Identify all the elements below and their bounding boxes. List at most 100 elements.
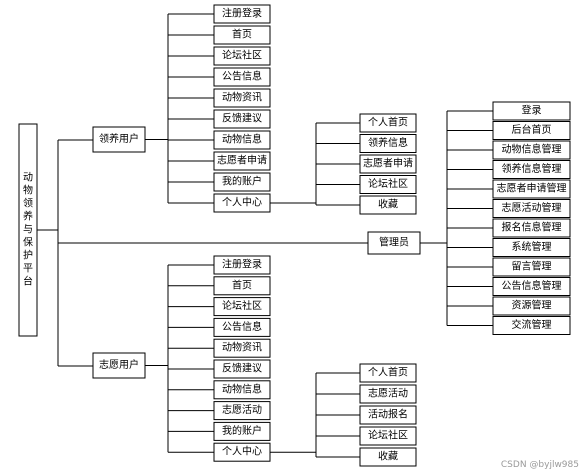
adopter-item: 注册登录 bbox=[213, 4, 271, 24]
adopter-personal-item-label: 收藏 bbox=[378, 198, 398, 211]
admin-item: 领养信息管理 bbox=[492, 160, 571, 179]
adopter-personal-item-label: 论坛社区 bbox=[368, 177, 408, 190]
adopter-item-frame bbox=[213, 4, 271, 24]
volunteer-item-label: 动物信息 bbox=[222, 382, 262, 395]
admin-item: 公告信息管理 bbox=[492, 277, 571, 296]
adopter-item: 我的账户 bbox=[213, 172, 271, 192]
volunteer-item-label: 个人中心 bbox=[222, 445, 262, 458]
volunteer-item-frame bbox=[213, 297, 271, 317]
adopter-item: 动物信息 bbox=[213, 130, 271, 150]
volunteer-item-frame bbox=[213, 421, 271, 441]
root-node-char: 保 bbox=[23, 236, 33, 249]
volunteer-item-frame bbox=[213, 276, 271, 296]
adopter-personal-item-frame bbox=[359, 195, 417, 215]
adopter-item-label: 动物资讯 bbox=[222, 91, 262, 104]
volunteer-personal-item: 个人首页 bbox=[359, 363, 417, 383]
adopter-item-frame bbox=[213, 193, 271, 213]
volunteer-personal-item-frame bbox=[359, 363, 417, 383]
admin-item-label: 留言管理 bbox=[512, 260, 552, 273]
volunteer-item: 个人中心 bbox=[213, 442, 271, 462]
adopter-item-label: 首页 bbox=[232, 28, 252, 41]
admin-item-frame bbox=[492, 101, 571, 121]
adopter-item-frame bbox=[213, 151, 271, 171]
volunteer-item-frame bbox=[213, 338, 271, 358]
adopter-item: 动物资讯 bbox=[213, 88, 271, 108]
volunteer-personal-item: 志愿活动 bbox=[359, 384, 417, 404]
volunteer-item-label: 反馈建议 bbox=[222, 362, 262, 375]
adopter-item-label: 个人中心 bbox=[222, 196, 262, 209]
adopter-personal-item-label: 志愿者申请 bbox=[363, 157, 413, 170]
admin-item-frame bbox=[492, 277, 571, 296]
admin-item-label: 系统管理 bbox=[512, 240, 552, 253]
admin-item: 系统管理 bbox=[492, 238, 571, 257]
adopter-item-frame bbox=[213, 67, 271, 87]
admin-item-frame bbox=[492, 140, 571, 160]
adopter-personal-item-frame bbox=[359, 175, 417, 194]
adopter-item-frame bbox=[213, 46, 271, 66]
volunteer-personal-item-frame bbox=[359, 405, 417, 425]
admin-item: 志愿活动管理 bbox=[492, 199, 571, 218]
admin-item: 资源管理 bbox=[492, 296, 571, 316]
admin-item: 后台首页 bbox=[492, 121, 571, 140]
admin-item-label: 登录 bbox=[522, 104, 542, 117]
volunteer-personal-item-frame bbox=[359, 384, 417, 404]
admin-item: 登录 bbox=[492, 101, 571, 121]
volunteer-item-frame bbox=[213, 359, 271, 379]
adopter-item: 首页 bbox=[213, 25, 271, 45]
admin-item-frame bbox=[492, 121, 571, 140]
admin-node: 管理员 bbox=[367, 231, 421, 255]
volunteer-item: 公告信息 bbox=[213, 317, 271, 337]
volunteer-item-label: 我的账户 bbox=[222, 424, 262, 437]
volunteer-node: 志愿用户 bbox=[92, 352, 146, 379]
adopter-personal-item-label: 个人首页 bbox=[368, 116, 408, 129]
admin-node-label: 管理员 bbox=[379, 236, 409, 249]
adopter-item-frame bbox=[213, 88, 271, 108]
adopter-node-frame bbox=[92, 126, 146, 153]
adopter-item: 反馈建议 bbox=[213, 109, 271, 129]
admin-item-frame bbox=[492, 199, 571, 218]
admin-item: 动物信息管理 bbox=[492, 140, 571, 160]
volunteer-item-label: 动物资讯 bbox=[222, 341, 262, 354]
admin-item-frame bbox=[492, 296, 571, 316]
admin-item-frame bbox=[492, 160, 571, 179]
adopter-personal-item-frame bbox=[359, 113, 417, 133]
volunteer-item-label: 公告信息 bbox=[222, 320, 262, 333]
admin-item-frame bbox=[492, 218, 571, 238]
admin-item: 志愿者申请管理 bbox=[492, 179, 571, 199]
volunteer-item: 动物资讯 bbox=[213, 338, 271, 358]
adopter-personal-item: 论坛社区 bbox=[359, 175, 417, 194]
volunteer-item-label: 论坛社区 bbox=[222, 299, 262, 312]
adopter-personal-item: 志愿者申请 bbox=[359, 154, 417, 174]
volunteer-item: 动物信息 bbox=[213, 380, 271, 400]
volunteer-personal-item-label: 活动报名 bbox=[368, 408, 408, 421]
adopter-personal-item: 个人首页 bbox=[359, 113, 417, 133]
root-node-char: 与 bbox=[23, 224, 33, 236]
adopter-item-frame bbox=[213, 172, 271, 192]
admin-item-label: 动物信息管理 bbox=[502, 143, 562, 156]
volunteer-item-label: 志愿活动 bbox=[222, 403, 262, 416]
admin-item-label: 资源管理 bbox=[512, 299, 552, 312]
root-node-char: 动 bbox=[23, 172, 33, 184]
root-node-char: 物 bbox=[23, 184, 33, 197]
volunteer-item-label: 首页 bbox=[232, 278, 252, 291]
adopter-personal-item: 收藏 bbox=[359, 195, 417, 215]
volunteer-item: 志愿活动 bbox=[213, 401, 271, 421]
root-node-char: 平 bbox=[23, 264, 33, 275]
adopter-item-label: 我的账户 bbox=[222, 175, 262, 188]
admin-item-frame bbox=[492, 316, 571, 335]
admin-item-label: 报名信息管理 bbox=[502, 221, 562, 234]
adopter-personal-item: 领养信息 bbox=[359, 134, 417, 153]
adopter-item-frame bbox=[213, 109, 271, 129]
adopter-personal-item-frame bbox=[359, 154, 417, 174]
adopter-node: 领养用户 bbox=[92, 126, 146, 153]
root-node-char: 领 bbox=[23, 197, 33, 210]
volunteer-node-label: 志愿用户 bbox=[99, 358, 139, 371]
admin-item: 报名信息管理 bbox=[492, 218, 571, 238]
admin-item-frame bbox=[492, 238, 571, 257]
adopter-item-label: 注册登录 bbox=[222, 7, 262, 20]
admin-item-label: 志愿活动管理 bbox=[502, 201, 562, 214]
adopter-personal-item-label: 领养信息 bbox=[368, 136, 408, 149]
adopter-item-label: 志愿者申请 bbox=[217, 154, 267, 167]
admin-item: 交流管理 bbox=[492, 316, 571, 335]
